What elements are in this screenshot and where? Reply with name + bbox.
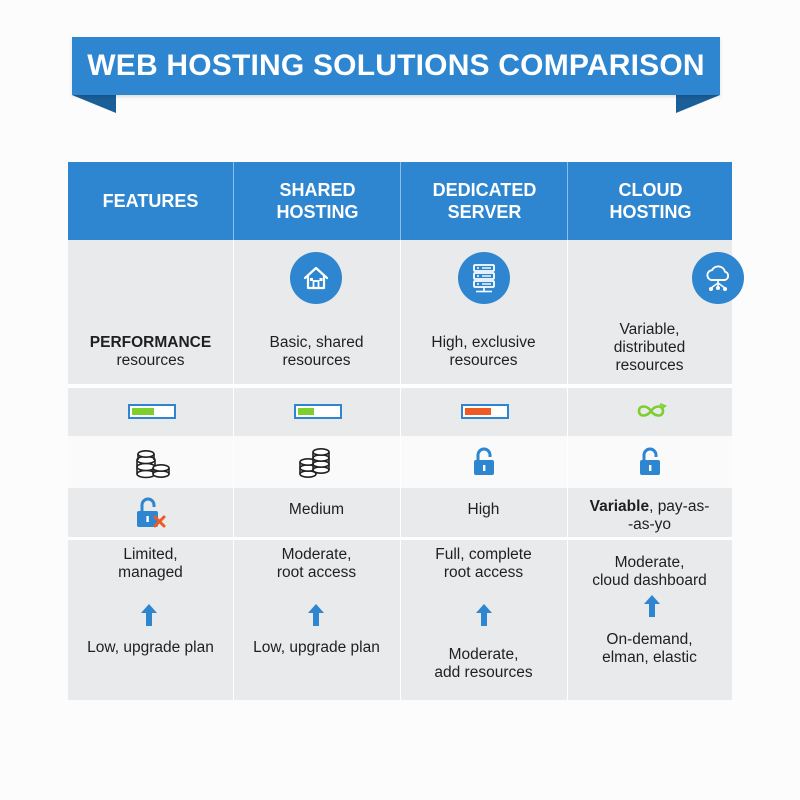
security-shared: Medium	[288, 501, 345, 518]
arrow-up-icon	[140, 603, 158, 632]
header-dedicated-server: DEDICATED SERVER	[400, 162, 568, 240]
security-dedicated: High	[467, 501, 500, 518]
infinity-icon	[634, 403, 668, 424]
security-cloud-rest: , pay-as- -as-yo	[627, 498, 710, 533]
banner-ribbon: WEB HOSTING SOLUTIONS COMPARISON	[72, 37, 720, 95]
cloud-network-icon	[692, 252, 744, 304]
column-divider	[233, 240, 234, 700]
unlock-icon	[472, 447, 496, 482]
level-fill-dedicated	[465, 408, 491, 415]
coins-icon	[296, 446, 332, 485]
header-shared-hosting: SHARED HOSTING	[233, 162, 401, 240]
arrow-up-icon	[475, 603, 493, 632]
security-cloud-bold: Variable	[589, 498, 650, 515]
performance-label-bold: PERFORMANCE	[89, 334, 212, 351]
security-cloud: Variable, pay-as- -as-yo	[567, 496, 732, 536]
level-bar-shared	[294, 404, 342, 419]
scalability-features: Low, upgrade plan	[87, 639, 214, 656]
comparison-table: FEATURES SHARED HOSTING DEDICATED SERVER…	[68, 162, 744, 700]
level-bar-features	[128, 404, 176, 419]
banner-fold-right	[676, 95, 720, 113]
scalability-shared: Low, upgrade plan	[253, 639, 380, 656]
control-shared: Moderate, root access	[276, 546, 357, 581]
control-cloud: Moderate, cloud dashboard	[592, 554, 707, 589]
level-fill-features	[132, 408, 154, 415]
title-banner: WEB HOSTING SOLUTIONS COMPARISON	[72, 37, 720, 113]
table-header: FEATURES SHARED HOSTING DEDICATED SERVER…	[68, 162, 732, 240]
scalability-dedicated: Moderate, add resources	[434, 646, 533, 681]
column-divider	[400, 240, 401, 700]
column-divider	[567, 240, 568, 700]
control-features: Limited, managed	[118, 546, 183, 581]
unlock-x-icon	[134, 496, 168, 535]
coins-icon	[132, 446, 172, 485]
banner-fold-left	[72, 95, 116, 113]
performance-label: PERFORMANCE resources	[68, 330, 233, 374]
performance-label-sub: resources	[116, 352, 185, 369]
performance-shared: Basic, shared resources	[269, 334, 364, 369]
header-features: FEATURES	[102, 191, 199, 211]
level-fill-shared	[298, 408, 314, 415]
performance-dedicated: High, exclusive resources	[431, 334, 536, 369]
server-rack-icon	[458, 252, 510, 304]
performance-cloud: Variable, distributed resources	[613, 321, 686, 374]
arrow-up-icon	[643, 594, 661, 623]
house-icon	[290, 252, 342, 304]
control-dedicated: Full, complete root access	[435, 546, 532, 581]
page-title: WEB HOSTING SOLUTIONS COMPARISON	[87, 49, 705, 82]
unlock-icon	[638, 447, 662, 482]
level-bar-dedicated	[461, 404, 509, 419]
header-cloud-hosting: CLOUD HOSTING	[567, 162, 733, 240]
scalability-cloud: On-demand, elman, elastic	[602, 631, 697, 666]
arrow-up-icon	[307, 603, 325, 632]
